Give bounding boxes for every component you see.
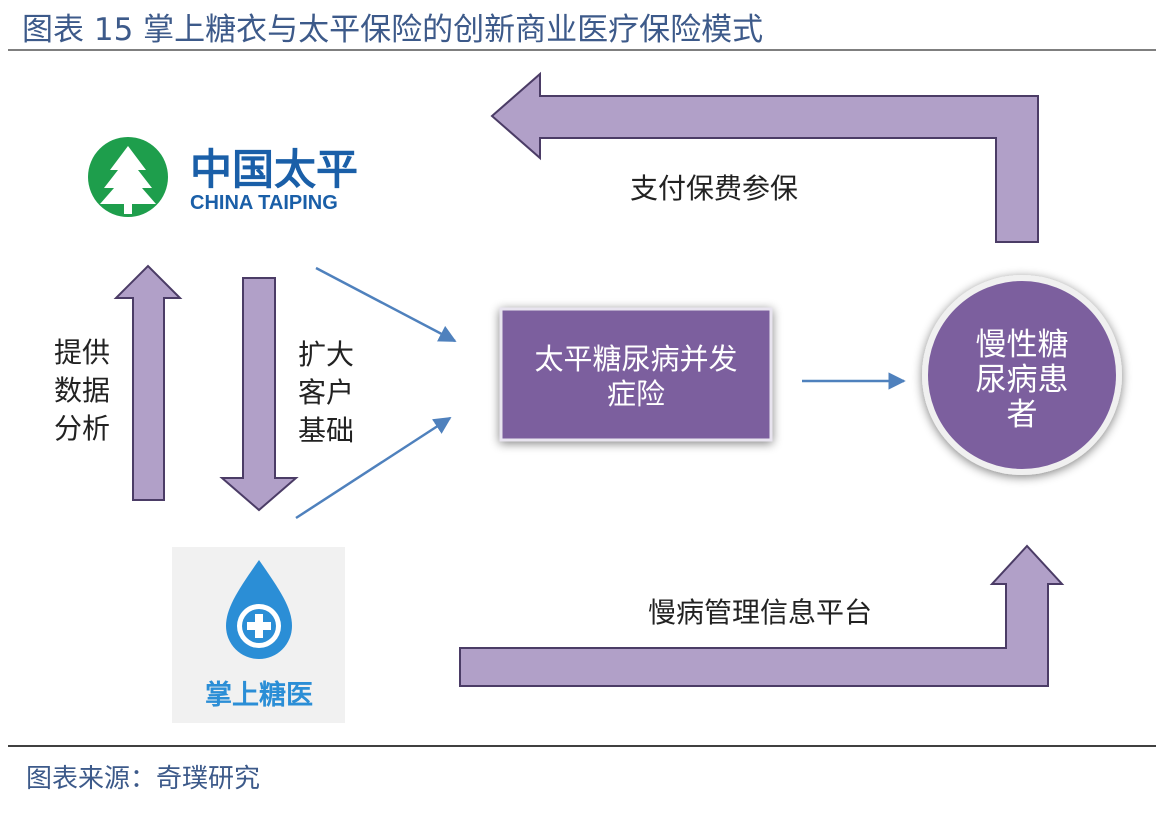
provide-data-arrow: [113, 264, 183, 501]
provide-data-label-2: 数据: [54, 374, 110, 407]
tangyi-to-product-arrow: [295, 416, 452, 520]
payment-arrow: [490, 71, 1039, 243]
provide-data-label-3: 分析: [54, 412, 110, 445]
top-divider: [8, 49, 1156, 51]
patients-line-1: 慢性糖: [976, 327, 1069, 363]
figure-source: 图表来源：奇璞研究: [26, 764, 261, 794]
product-box-line-1: 太平糖尿病并发: [534, 342, 737, 376]
expand-customers-label-2: 客户: [298, 376, 354, 409]
patients-line-3: 者: [1007, 397, 1038, 433]
provide-data-label-1: 提供: [54, 336, 110, 369]
expand-customers-arrow: [219, 277, 299, 512]
platform-arrow: [459, 544, 1065, 687]
payment-label: 支付保费参保: [630, 172, 798, 205]
patients-circle: [922, 275, 1122, 475]
taiping-cn-name: 中国太平: [190, 145, 358, 194]
product-box: [499, 307, 773, 442]
patients-line-2: 尿病患: [976, 362, 1069, 398]
zhangshang-tangyi-logo: 掌上糖医: [172, 547, 345, 723]
product-box-line-2: 症险: [607, 377, 665, 411]
tangyi-name: 掌上糖医: [205, 679, 313, 711]
taiping-to-product-arrow: [315, 266, 457, 343]
expand-customers-label-1: 扩大: [298, 338, 354, 371]
platform-label: 慢病管理信息平台: [648, 596, 872, 629]
bottom-divider: [8, 745, 1156, 747]
china-taiping-logo: 中国太平 CHINA TAIPING: [88, 137, 358, 217]
expand-customers-label-3: 基础: [298, 414, 354, 447]
taiping-en-name: CHINA TAIPING: [190, 192, 338, 214]
figure-title: 图表 15 掌上糖衣与太平保险的创新商业医疗保险模式: [22, 12, 764, 48]
